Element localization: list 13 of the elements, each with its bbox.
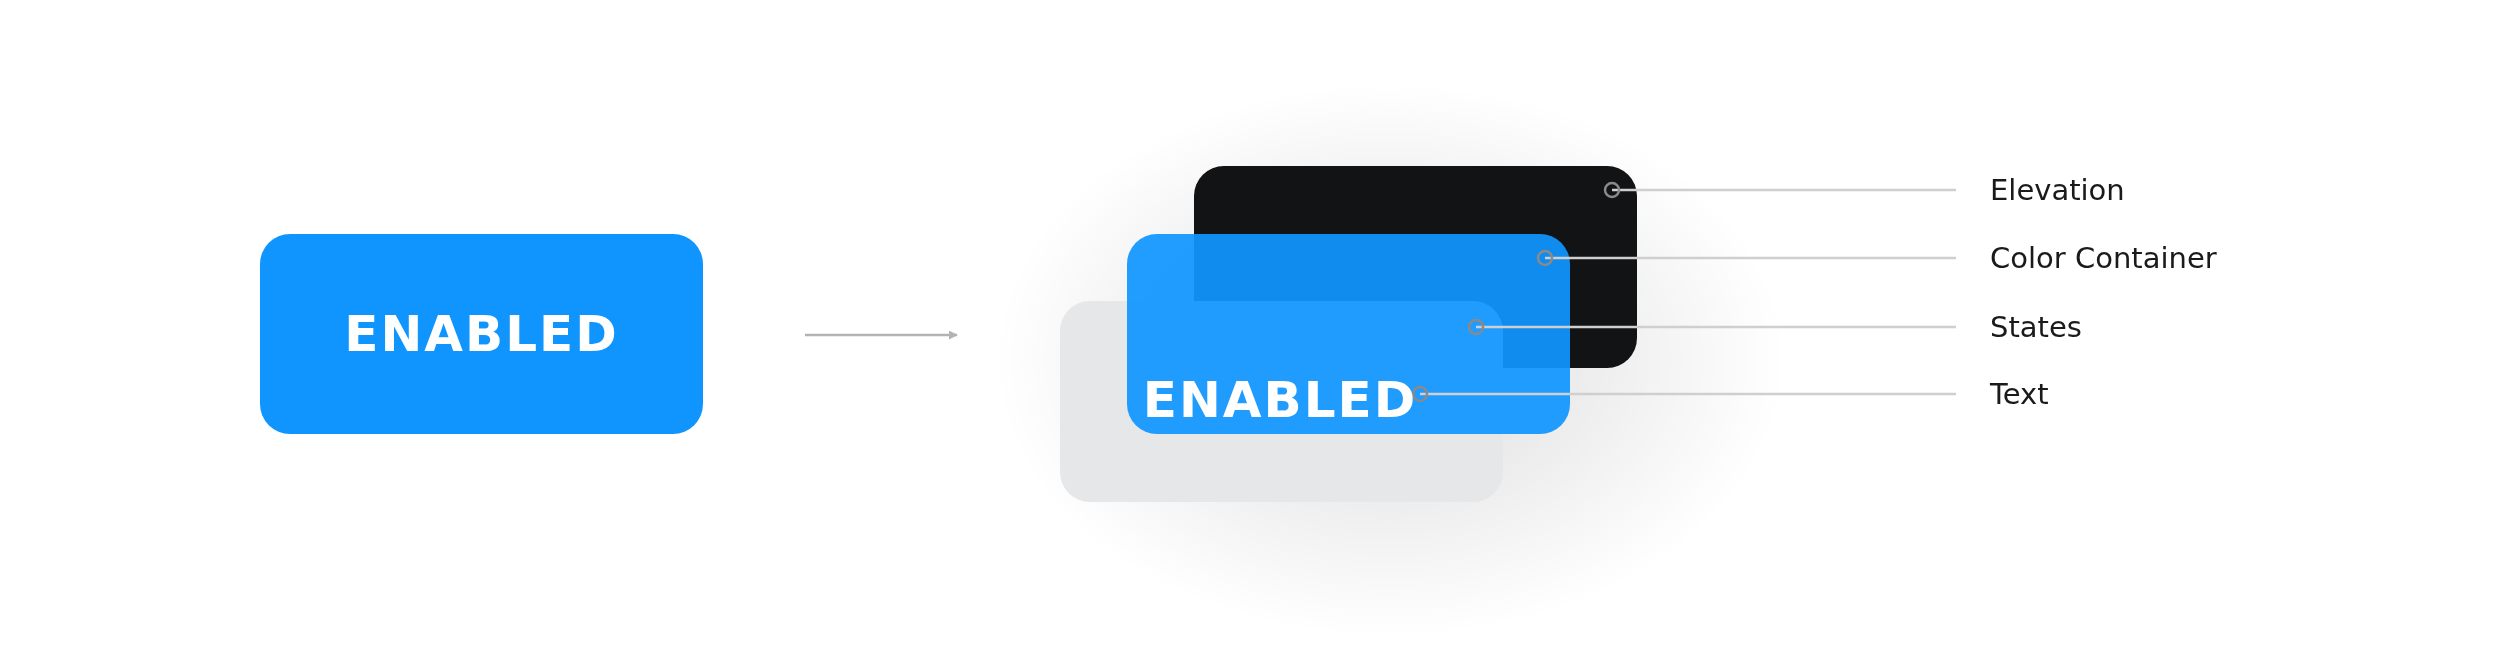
color-container-layer	[1127, 234, 1570, 434]
leader-line	[1467, 318, 1956, 336]
arrow	[805, 330, 958, 340]
layer-label: Text	[1990, 374, 2190, 414]
leader-line	[1603, 181, 1956, 199]
leader-line	[1536, 249, 1956, 267]
button	[260, 234, 703, 434]
layer-label: Elevation	[1990, 170, 2250, 210]
button-label: ENABLED	[344, 305, 619, 363]
leader-line	[1411, 385, 1956, 403]
layer-label: States	[1990, 307, 2190, 347]
layer-label: Color Container	[1990, 238, 2320, 278]
button-label: ENABLED	[1142, 371, 1418, 429]
